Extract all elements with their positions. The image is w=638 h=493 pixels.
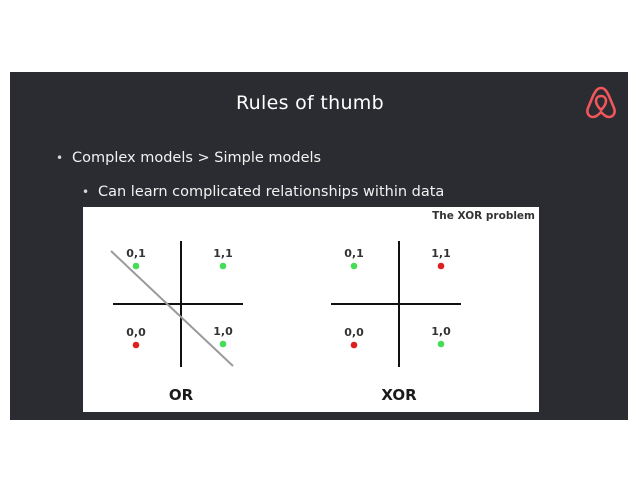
bullet-dot-icon: • bbox=[56, 151, 64, 165]
point-label: 0,0 bbox=[344, 326, 364, 339]
point-negative bbox=[437, 262, 445, 270]
bullet-text: Complex models > Simple models bbox=[72, 150, 322, 166]
xor-diagram: The XOR problem 0,1 1,1 0,0 1,0OR 0,1 1,1 0,0 1… bbox=[110, 210, 535, 404]
panel-label: XOR bbox=[381, 386, 417, 404]
slide-title: Rules of thumb bbox=[236, 92, 384, 114]
airbnb-logo-icon bbox=[586, 86, 616, 119]
figure-caption: The XOR problem bbox=[432, 210, 535, 222]
point-negative bbox=[350, 341, 358, 349]
point-label: 0,0 bbox=[126, 326, 146, 339]
point-positive bbox=[219, 262, 227, 270]
point-label: 0,1 bbox=[126, 247, 146, 260]
bullet-dot-icon: • bbox=[82, 185, 90, 199]
point-label: 1,1 bbox=[431, 247, 451, 260]
panel-label: OR bbox=[169, 386, 194, 404]
slide: Rules of thumb • Complex models > Simple … bbox=[10, 72, 628, 420]
bullet-level-1: • Complex models > Simple models bbox=[56, 150, 321, 166]
point-positive bbox=[219, 340, 227, 348]
point-label: 1,0 bbox=[213, 325, 233, 338]
point-positive bbox=[437, 340, 445, 348]
point-label: 1,1 bbox=[213, 247, 233, 260]
decision-boundary-line bbox=[110, 250, 234, 367]
point-positive bbox=[132, 262, 140, 270]
bullet-text: Can learn complicated relationships with… bbox=[98, 184, 445, 200]
point-negative bbox=[132, 341, 140, 349]
point-positive bbox=[350, 262, 358, 270]
bullet-level-2: • Can learn complicated relationships wit… bbox=[82, 184, 444, 200]
panel-or: 0,1 1,1 0,0 1,0OR bbox=[110, 241, 243, 404]
point-label: 0,1 bbox=[344, 247, 364, 260]
point-label: 1,0 bbox=[431, 325, 451, 338]
